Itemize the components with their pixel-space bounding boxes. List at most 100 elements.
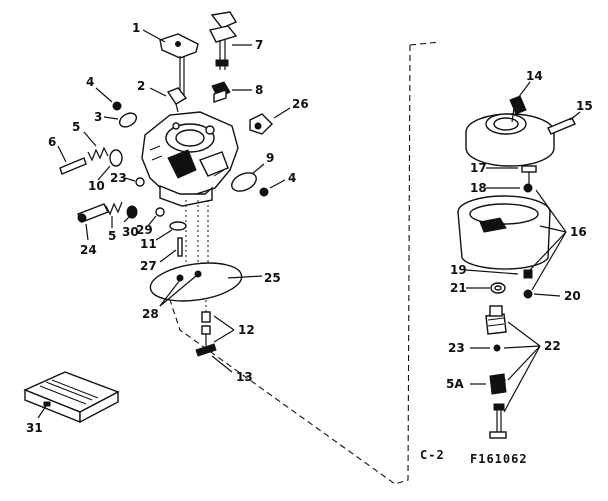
part-30-seat — [126, 205, 138, 219]
callout-5A: 5A — [446, 377, 464, 391]
callout-11: 11 — [140, 237, 157, 251]
callout-12: 12 — [238, 323, 255, 337]
leader-4a — [95, 87, 113, 103]
part-3-throttle-plate — [118, 112, 138, 128]
part-2-screw — [166, 87, 188, 113]
part-5-spring-upper — [87, 146, 109, 162]
callout-19: 19 — [450, 263, 467, 277]
callout-5-upper: 5 — [72, 120, 80, 134]
callout-21: 21 — [450, 281, 467, 295]
part-18-washer — [523, 183, 533, 193]
leader-28a — [159, 279, 181, 307]
part-8-fitting — [211, 81, 231, 103]
leader-31 — [37, 405, 47, 419]
leader-16c — [529, 231, 567, 271]
leader-22a — [507, 321, 541, 347]
callout-7: 7 — [255, 38, 263, 52]
part-11-bushing — [169, 221, 187, 231]
callout-26: 26 — [292, 97, 309, 111]
callout-20: 20 — [564, 289, 581, 303]
leader-6 — [57, 145, 67, 163]
part-22-main-nozzle — [485, 305, 507, 335]
callout-28: 28 — [142, 307, 159, 321]
callout-25: 25 — [264, 271, 281, 285]
leader-16a — [535, 189, 567, 233]
callout-4-right: 4 — [288, 171, 296, 185]
callout-2: 2 — [137, 79, 145, 93]
part-5-spring-lower — [105, 201, 123, 216]
part-20-nut — [523, 289, 533, 299]
callout-17: 17 — [470, 161, 487, 175]
callout-29: 29 — [136, 223, 153, 237]
leader-26 — [273, 107, 291, 119]
part-14-upper-housing — [465, 95, 555, 167]
callout-14: 14 — [526, 69, 543, 83]
part-7-choke-assembly — [208, 11, 238, 70]
part-23-washer-left — [135, 177, 145, 187]
leader-20 — [533, 293, 561, 297]
leader-23a — [124, 177, 136, 182]
leader-13 — [211, 355, 233, 373]
leader-11 — [155, 229, 173, 241]
callout-10: 10 — [88, 179, 105, 193]
leader-19 — [465, 269, 519, 275]
part-5A-spring — [489, 373, 507, 395]
part-29-gasket — [155, 207, 165, 217]
leader-22c — [507, 345, 541, 381]
leader-3 — [103, 116, 119, 120]
leader-24 — [85, 223, 89, 241]
callout-6: 6 — [48, 135, 56, 149]
leader-15 — [569, 111, 581, 121]
callout-1: 1 — [132, 21, 140, 35]
callout-4-top: 4 — [86, 75, 94, 89]
leader-28b — [159, 275, 197, 307]
leader-10 — [97, 165, 111, 181]
callout-23-right: 23 — [448, 341, 465, 355]
part-1-throttle-bracket — [159, 33, 199, 100]
leader-2 — [149, 87, 167, 97]
callout-16: 16 — [570, 225, 587, 239]
callout-31: 31 — [26, 421, 43, 435]
part-4-nut-right — [259, 187, 269, 197]
leader-1 — [142, 29, 166, 43]
callout-23-left: 23 — [110, 171, 127, 185]
leader-12b — [213, 329, 235, 343]
leader-27 — [159, 249, 177, 263]
callout-18: 18 — [470, 181, 487, 195]
part-21-washer — [490, 282, 506, 294]
part-9-choke-plate — [231, 172, 257, 192]
part-6-needle — [59, 157, 87, 175]
part-13-pin — [195, 343, 217, 357]
leader-22d — [503, 345, 541, 413]
leader-29 — [147, 215, 157, 227]
carburetor-body — [141, 111, 239, 207]
callout-15: 15 — [576, 99, 593, 113]
leader-5a — [83, 131, 97, 147]
callout-3: 3 — [94, 110, 102, 124]
callout-22: 22 — [544, 339, 561, 353]
leader-16d — [531, 231, 567, 291]
leader-14 — [517, 81, 531, 99]
callout-30: 30 — [122, 225, 139, 239]
leader-22b — [503, 345, 541, 349]
leader-25 — [227, 275, 263, 279]
callout-9: 9 — [266, 151, 274, 165]
callout-8: 8 — [255, 83, 263, 97]
callout-5-lower: 5 — [108, 229, 116, 243]
part-10-o-ring — [109, 149, 123, 167]
part-15-pin — [547, 117, 576, 135]
part-26-elbow-fitting — [249, 113, 273, 135]
part-16-float-bowl — [457, 195, 551, 270]
leader-16b — [539, 225, 567, 233]
section-code: C-2 — [420, 448, 445, 462]
part-25-bowl-gasket — [149, 262, 243, 302]
part-4-nut-top — [112, 101, 122, 111]
part-23-washer-right — [493, 344, 501, 352]
leader-9 — [251, 163, 265, 175]
part-17-screw — [521, 165, 537, 184]
leader-30 — [123, 215, 131, 223]
part-31-repair-kit — [23, 371, 120, 424]
part-24-needle-lower — [77, 203, 109, 223]
callout-13: 13 — [236, 370, 253, 384]
